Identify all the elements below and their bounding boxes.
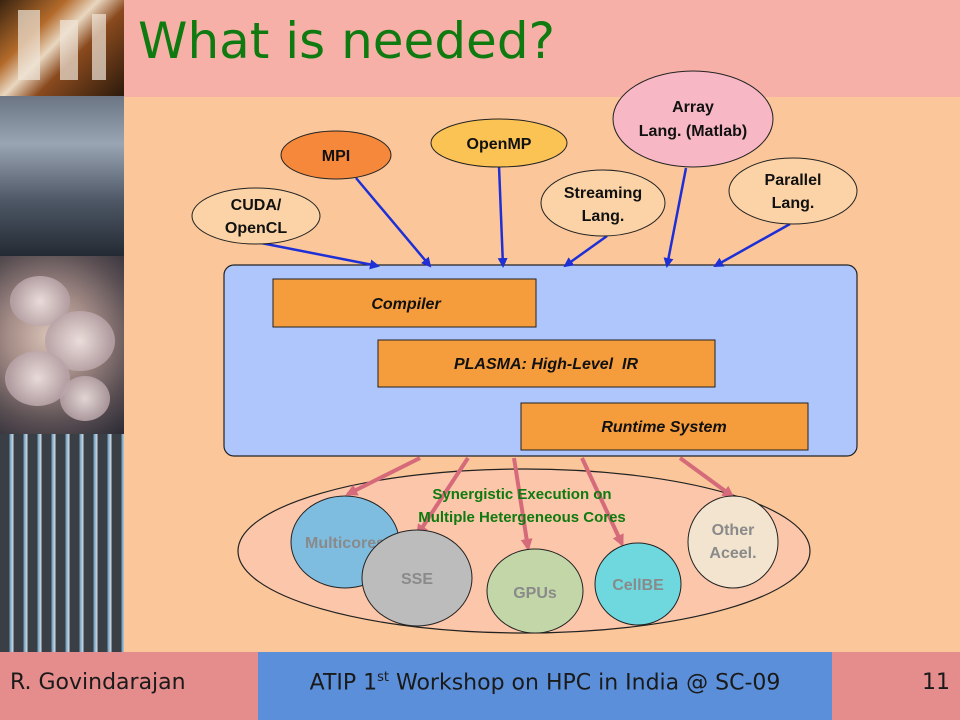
language-bubble-openmp: OpenMP bbox=[430, 118, 568, 168]
language-bubble-cuda: CUDA/ OpenCL bbox=[191, 187, 321, 245]
arrow-parallel bbox=[713, 222, 791, 268]
language-label-array-line2: Lang. (Matlab) bbox=[639, 123, 747, 140]
arrow-mpi bbox=[355, 177, 432, 268]
language-label-cuda-line2: OpenCL bbox=[225, 220, 287, 237]
core-sse: SSE bbox=[361, 529, 473, 627]
footer-right-band: 11 bbox=[832, 652, 960, 720]
language-bubble-mpi: MPI bbox=[280, 130, 392, 180]
core-multicores-label: Multicores bbox=[305, 535, 385, 552]
core-gpus: GPUs bbox=[486, 548, 584, 634]
footer-caption-sup: st bbox=[377, 670, 390, 685]
language-arrows bbox=[255, 165, 791, 270]
core-sse-shape bbox=[361, 529, 473, 627]
language-label-streaming-line2: Lang. bbox=[582, 208, 625, 225]
arrow-cuda bbox=[255, 240, 380, 270]
core-other: Other Aceel. bbox=[687, 495, 779, 589]
language-label-parallel-line2: Lang. bbox=[772, 195, 815, 212]
language-label-array-line1: Array bbox=[672, 99, 714, 116]
ir-label: PLASMA: High-Level IR bbox=[454, 356, 638, 373]
core-other-label-line2: Aceel. bbox=[709, 545, 756, 562]
language-bubble-mpi-shape bbox=[280, 130, 392, 180]
language-label-parallel-line1: Parallel bbox=[765, 172, 822, 189]
arrow-to-multicores bbox=[345, 456, 421, 496]
compiler-label: Compiler bbox=[371, 296, 441, 313]
compiler-box-shape bbox=[272, 278, 537, 328]
core-gpus-shape bbox=[486, 548, 584, 634]
footer-caption-pre: ATIP 1 bbox=[309, 670, 378, 696]
arrow-to-other bbox=[678, 456, 735, 498]
core-other-shape bbox=[687, 495, 779, 589]
core-arrows bbox=[345, 456, 735, 551]
footer: R. Govindarajan ATIP 1st Workshop on HPC… bbox=[0, 652, 960, 720]
language-bubble-parallel-shape bbox=[728, 157, 858, 225]
runtime-box: Runtime System bbox=[520, 402, 809, 451]
language-bubble-cuda-shape bbox=[191, 187, 321, 245]
footer-caption: ATIP 1st Workshop on HPC in India @ SC-0… bbox=[258, 670, 832, 695]
slide-number: 11 bbox=[922, 670, 950, 695]
language-bubble-array: Array Lang. (Matlab) bbox=[612, 70, 774, 168]
arrow-to-sse bbox=[416, 456, 470, 537]
ir-box: PLASMA: High-Level IR bbox=[377, 339, 716, 388]
execution-label-line2: Multiple Hetergeneous Cores bbox=[418, 509, 626, 526]
core-cellbe-shape bbox=[594, 542, 682, 626]
presenter-name: R. Govindarajan bbox=[10, 670, 186, 695]
language-bubble-array-shape bbox=[612, 70, 774, 168]
execution-label-line1: Synergistic Execution on bbox=[432, 486, 611, 503]
arrow-openmp bbox=[497, 165, 508, 268]
molecule-visualization-photo bbox=[0, 256, 124, 434]
runtime-label: Runtime System bbox=[601, 419, 726, 436]
language-label-openmp: OpenMP bbox=[467, 136, 532, 153]
core-gpus-label: GPUs bbox=[513, 585, 557, 602]
server-rack-photo bbox=[0, 434, 124, 652]
building-photo bbox=[0, 0, 124, 96]
language-label-streaming-line1: Streaming bbox=[564, 185, 642, 202]
language-bubble-openmp-shape bbox=[430, 118, 568, 168]
language-label-cuda-line1: CUDA/ bbox=[231, 197, 282, 214]
footer-left-band: R. Govindarajan bbox=[0, 652, 258, 720]
core-cellbe-label: CellBE bbox=[612, 577, 664, 594]
arrow-array bbox=[663, 167, 688, 268]
footer-caption-post: Workshop on HPC in India @ SC-09 bbox=[389, 670, 781, 696]
title-band bbox=[124, 0, 960, 97]
core-cellbe: CellBE bbox=[594, 542, 682, 626]
language-label-mpi: MPI bbox=[322, 148, 350, 165]
hallway-photo bbox=[0, 96, 124, 256]
core-other-label-line1: Other bbox=[712, 522, 755, 539]
runtime-box-shape bbox=[520, 402, 809, 451]
core-sse-label: SSE bbox=[401, 571, 433, 588]
arrow-to-cellbe bbox=[580, 457, 624, 547]
language-bubble-parallel: Parallel Lang. bbox=[728, 157, 858, 225]
ir-box-shape bbox=[377, 339, 716, 388]
language-bubble-streaming-shape bbox=[540, 169, 666, 237]
footer-center-band: ATIP 1st Workshop on HPC in India @ SC-0… bbox=[258, 652, 832, 720]
language-bubble-streaming: Streaming Lang. bbox=[540, 169, 666, 237]
arrow-to-gpus bbox=[512, 457, 533, 551]
compiler-box: Compiler bbox=[272, 278, 537, 328]
slide-title: What is needed? bbox=[138, 12, 556, 70]
arrow-streaming bbox=[563, 234, 608, 268]
